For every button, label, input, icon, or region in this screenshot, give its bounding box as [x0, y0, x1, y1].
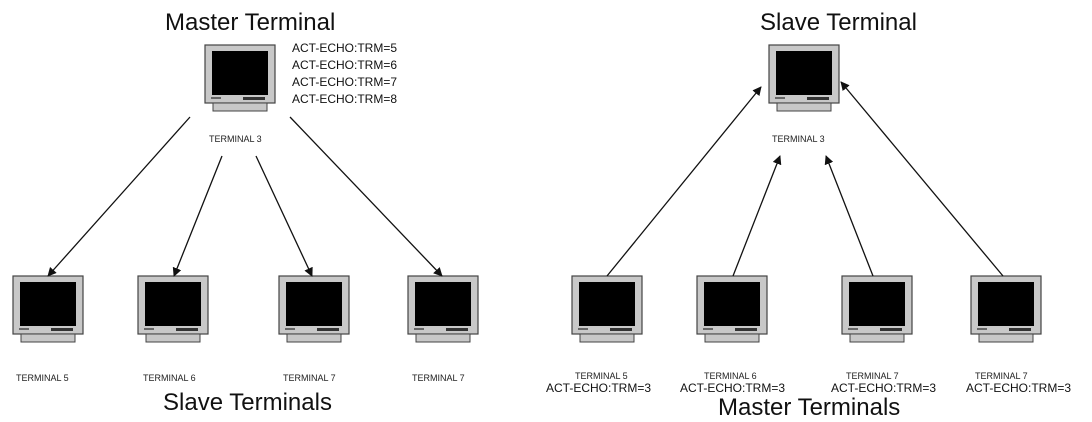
slave-monitor-icon [137, 275, 209, 343]
master-terminals-title: Master Terminals [718, 394, 901, 421]
master-terminal-command: ACT-ECHO:TRM=3 [831, 381, 937, 395]
slave-terminal-label: TERMINAL 5 [16, 373, 69, 383]
master-terminal-label: TERMINAL 3 [209, 134, 262, 144]
connection-arrow [840, 81, 1004, 277]
connection-arrow [289, 116, 443, 277]
connection-arrow [824, 155, 874, 277]
master-terminal-label: TERMINAL 7 [846, 371, 899, 381]
slave-terminal-title: Slave Terminal [760, 9, 917, 36]
slave-terminal-label: TERMINAL 3 [772, 134, 825, 144]
master-monitor-icon [696, 275, 768, 343]
slave-terminal-label: TERMINAL 7 [283, 373, 336, 383]
master-monitor-icon [204, 44, 276, 112]
master-terminal-command: ACT-ECHO:TRM=3 [680, 381, 786, 395]
slave-terminal-label: TERMINAL 7 [412, 373, 465, 383]
master-command-list: ACT-ECHO:TRM=5 ACT-ECHO:TRM=6 ACT-ECHO:T… [292, 40, 397, 108]
master-command: ACT-ECHO:TRM=5 [292, 41, 398, 55]
master-command: ACT-ECHO:TRM=8 [292, 92, 398, 106]
connection-arrow [255, 155, 313, 277]
connection-arrow [47, 116, 191, 277]
slave-terminals-title: Slave Terminals [163, 389, 332, 416]
slave-monitor-icon [12, 275, 84, 343]
master-monitor-icon [571, 275, 643, 343]
master-command: ACT-ECHO:TRM=7 [292, 75, 398, 89]
slave-terminal-label: TERMINAL 6 [143, 373, 196, 383]
connection-arrow [732, 155, 782, 277]
master-terminal-label: TERMINAL 6 [704, 371, 757, 381]
master-monitor-icon [841, 275, 913, 343]
master-terminal-label: TERMINAL 5 [575, 371, 628, 381]
master-terminal-command: ACT-ECHO:TRM=3 [546, 381, 652, 395]
master-terminal-label: TERMINAL 7 [975, 371, 1028, 381]
master-terminal-title: Master Terminal [165, 9, 336, 36]
slave-monitor-icon [768, 44, 840, 112]
master-command: ACT-ECHO:TRM=6 [292, 58, 398, 72]
connection-arrow [606, 86, 762, 277]
connection-arrow [172, 155, 223, 277]
slave-monitor-icon [407, 275, 479, 343]
master-terminal-command: ACT-ECHO:TRM=3 [966, 381, 1072, 395]
master-monitor-icon [970, 275, 1042, 343]
slave-monitor-icon [278, 275, 350, 343]
